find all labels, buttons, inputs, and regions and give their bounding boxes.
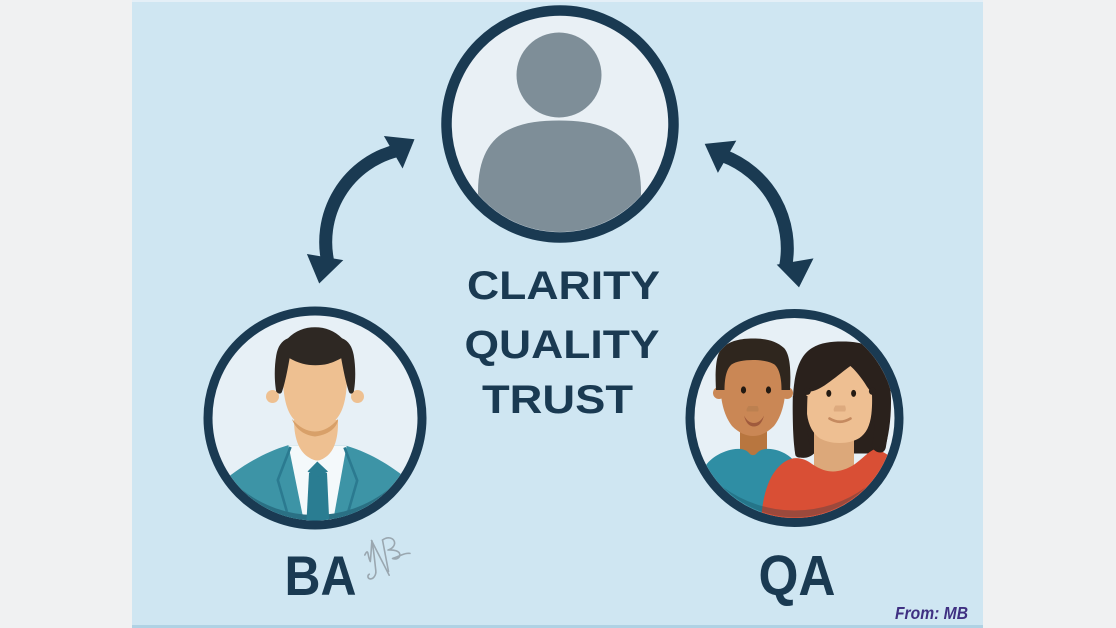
svg-text:CLARITY: CLARITY [467, 264, 660, 308]
svg-text:QUALITY: QUALITY [465, 323, 660, 367]
svg-text:BA: BA [285, 544, 357, 607]
svg-text:TRUST: TRUST [482, 378, 633, 422]
svg-text:From: MB: From: MB [895, 603, 968, 623]
svg-text:QA: QA [759, 544, 836, 607]
